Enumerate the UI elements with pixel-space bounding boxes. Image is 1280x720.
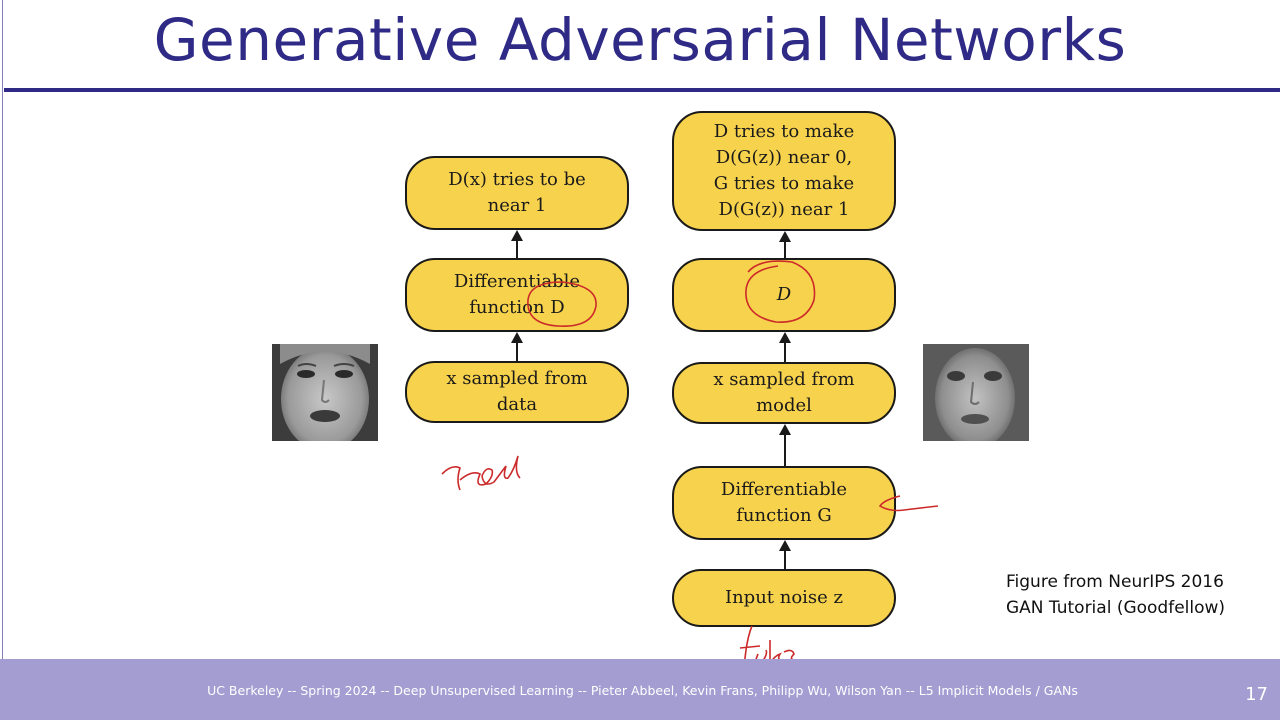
arrow-d-to-output-real <box>511 230 523 258</box>
figure-caption: Figure from NeurIPS 2016 GAN Tutorial (G… <box>1006 572 1226 618</box>
arrow-d-to-output-fake <box>779 231 791 258</box>
node-function-d-left: Differentiable function D <box>405 258 629 332</box>
node-d-output-fake: D tries to make D(G(z)) near 0, G tries … <box>672 111 896 231</box>
generated-face-image <box>923 344 1029 441</box>
page-number: 17 <box>1245 684 1268 705</box>
arrow-noise-to-g <box>779 540 791 569</box>
node-function-g: Differentiable function G <box>672 466 896 540</box>
node-x-sampled-data: x sampled from data <box>405 361 629 423</box>
footer-text: UC Berkeley -- Spring 2024 -- Deep Unsup… <box>207 683 1078 698</box>
title-underline <box>4 88 1280 92</box>
arrow-x-model-to-d <box>779 332 791 362</box>
real-face-image <box>272 344 378 441</box>
node-d-output-real: D(x) tries to be near 1 <box>405 156 629 230</box>
node-input-noise: Input noise z <box>672 569 896 627</box>
arrow-data-to-d <box>511 332 523 361</box>
node-d-right: D <box>672 258 896 332</box>
footer-bar <box>0 659 1280 720</box>
arrow-g-to-x-model <box>779 424 791 466</box>
slide-title: Generative Adversarial Networks <box>153 6 1127 74</box>
handwritten-real <box>441 455 521 491</box>
slide-left-border <box>2 0 3 660</box>
node-x-sampled-model: x sampled from model <box>672 362 896 424</box>
